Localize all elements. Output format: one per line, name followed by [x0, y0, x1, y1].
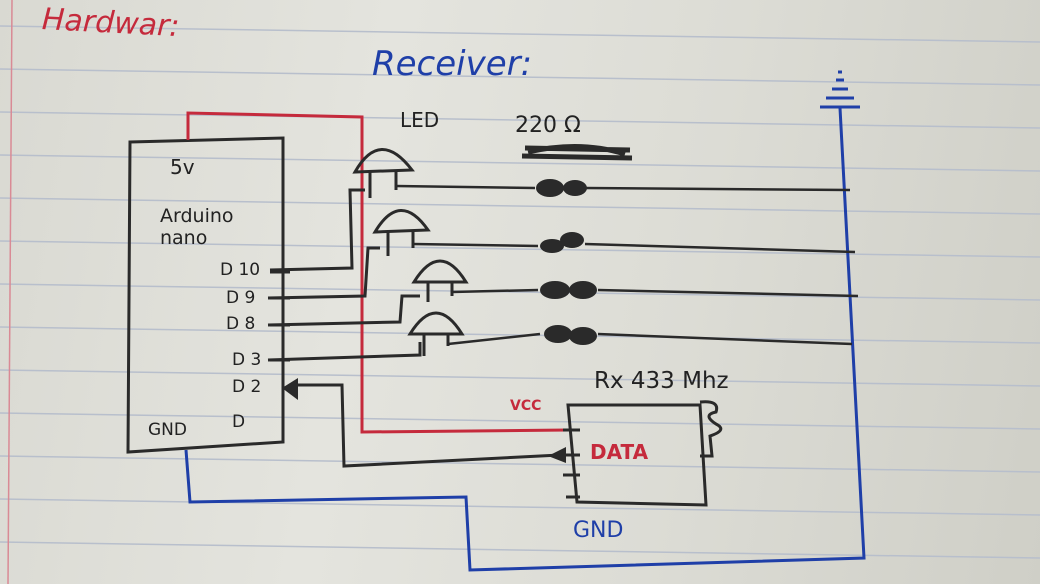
- page-heading: Hardwar:: [41, 2, 181, 45]
- ruled-line: [0, 154, 1040, 172]
- pin-d8: D 8: [226, 314, 256, 334]
- pin-d3: D 3: [232, 350, 262, 370]
- pin-d9: D 9: [226, 288, 256, 308]
- arduino-box: [126, 136, 285, 454]
- d2-arrow: [282, 378, 298, 400]
- data-arrow: [548, 447, 566, 463]
- ruled-line: [0, 68, 1040, 86]
- pin-d2: D 2: [232, 377, 262, 397]
- ruled-line: [0, 25, 1040, 43]
- vcc-wire: [186, 111, 569, 434]
- ruled-line: [0, 369, 1040, 387]
- ruled-line: [0, 498, 1040, 516]
- led-4: [407, 311, 465, 356]
- ruled-line: [0, 455, 1040, 473]
- section-title: Receiver:: [372, 44, 533, 84]
- receiver-title: Rx 433 Mhz: [594, 368, 729, 394]
- pin-wires: [267, 188, 561, 468]
- resistors: [536, 179, 597, 345]
- ruled-line: [0, 111, 1040, 129]
- arduino-pin-ticks: [270, 270, 290, 362]
- pin-d: D: [232, 412, 246, 432]
- ruled-line: [0, 412, 1040, 430]
- supply-label: 5v: [170, 155, 195, 179]
- receiver-vcc-label: VCC: [510, 398, 542, 414]
- scribble: [521, 144, 633, 161]
- receiver-gnd-label: GND: [573, 518, 624, 543]
- led-3: [411, 259, 469, 302]
- gnd-wire: [184, 107, 866, 572]
- arduino-name: Arduino nano: [160, 205, 234, 249]
- ruled-line: [0, 197, 1040, 215]
- led-label: LED: [400, 108, 440, 132]
- ruled-line: [0, 240, 1040, 258]
- ruled-line: [0, 541, 1040, 559]
- ruled-line: [0, 283, 1040, 301]
- resistor-wires: [395, 184, 859, 346]
- pin-d10: D 10: [220, 260, 261, 280]
- resistor-label: 220 Ω: [515, 113, 581, 138]
- margin-line: [7, 0, 13, 584]
- receiver-data-label: DATA: [590, 440, 649, 464]
- antenna-coil: [699, 400, 723, 458]
- receiver-box: [566, 403, 708, 507]
- pin-gnd: GND: [148, 420, 187, 440]
- ground-symbol: [820, 70, 860, 109]
- led-2: [372, 209, 431, 256]
